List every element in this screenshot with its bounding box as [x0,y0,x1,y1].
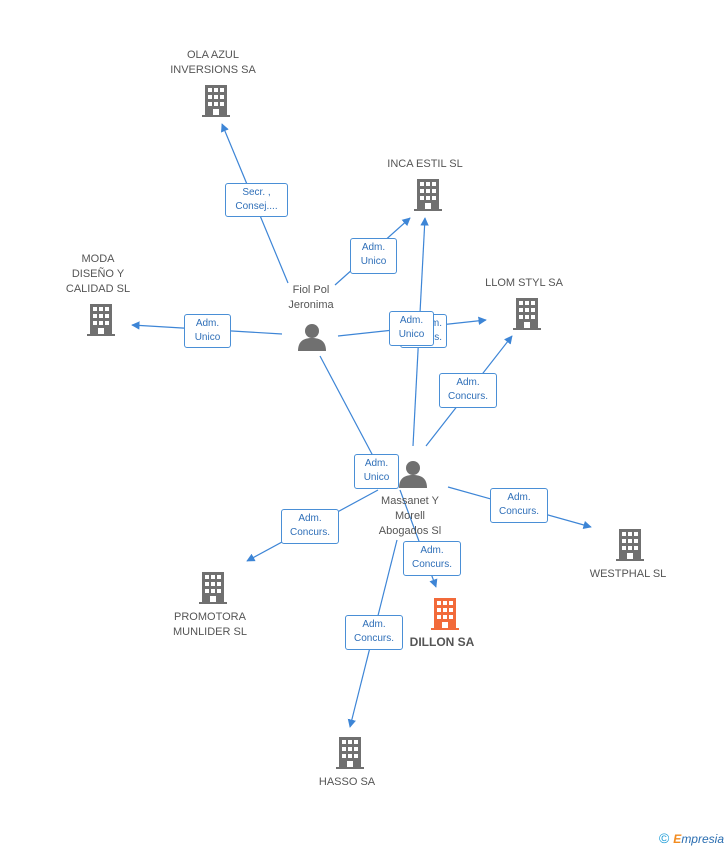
moda-diseno-label-line2: DISEÑO Y [71,268,125,280]
moda-diseno-label[interactable]: MODA DISEÑO Y CALIDAD SL [58,252,138,297]
massanet-person-icon[interactable] [399,461,427,488]
edge-label-line1: Secr. , [242,187,271,198]
edge-label-mass-hasso[interactable]: Adm. Concurs. [345,615,403,650]
fiol-pol-label[interactable]: Fiol Pol Jeronima [266,283,356,313]
fiol-pol-person-icon[interactable] [298,324,326,351]
llom-styl-label-line1: LLOM STYL SA [485,277,563,289]
edge-label-line2: Unico [360,256,387,267]
moda-diseno-label-line3: CALIDAD SL [65,283,131,295]
inca-estil-label-line1: INCA ESTIL SL [387,158,463,170]
promotora-label[interactable]: PROMOTORA MUNLIDER SL [160,610,260,640]
edge-label-fiol-moda[interactable]: Adm. Unico [184,314,231,348]
dillon-label[interactable]: DILLON SA [392,635,492,650]
hasso-label-line1: HASSO SA [318,776,376,788]
edge-label-line2: Concurs. [411,559,452,570]
footer-brand[interactable]: ©Empresia [659,830,724,846]
massanet-label[interactable]: Massanet Y Morell Abogados Sl [360,494,460,539]
inca-estil-building-icon[interactable] [414,179,442,211]
edge-label-line1: Adm. [362,619,386,630]
hasso-building-icon[interactable] [336,737,364,769]
edge-label-line1: Adm. [399,315,424,326]
massanet-label-line1: Massanet Y [381,495,439,507]
promotora-building-icon[interactable] [199,572,227,604]
brand-logo: Empresia [673,832,724,846]
edge-label-line2: Consej.... [235,201,278,212]
westphal-label[interactable]: WESTPHAL SL [578,567,678,582]
edge-label-line2: Concurs. [447,391,488,402]
inca-estil-label[interactable]: INCA ESTIL SL [375,157,475,172]
edge-label-mass-llom[interactable]: Adm. Concurs. [439,373,497,408]
moda-diseno-label-line1: MODA [81,253,115,265]
edge-label-line1: Adm. [507,492,531,503]
llom-styl-building-icon[interactable] [513,298,541,330]
dillon-building-icon[interactable] [431,598,459,630]
dillon-label-line1: DILLON SA [409,635,475,649]
fiol-pol-label-line2: Jeronima [288,299,334,311]
edge-label-mass-fiol[interactable]: Adm. Unico [354,454,399,489]
edge-label-line1: Adm. [456,377,480,388]
copyright-icon: © [658,830,670,846]
edge-label-line2: Concurs. [498,506,539,517]
nodes-icons [87,85,644,769]
edge-label-mass-dillon[interactable]: Adm. Concurs. [403,541,461,576]
promotora-label-line1: PROMOTORA [174,611,246,623]
edge-label-line2: Concurs. [289,527,330,538]
edge-label-fiol-llom[interactable]: Adm. Unico [389,311,434,346]
ola-azul-label-line2: INVERSIONS SA [170,64,256,76]
edge-label-line1: Adm. [195,318,220,329]
edge-label-line2: s. [434,332,442,343]
llom-styl-label[interactable]: LLOM STYL SA [474,276,574,291]
edge-label-line2: Unico [363,472,390,483]
massanet-label-line2: Morell [395,510,425,522]
massanet-label-line3: Abogados Sl [378,525,442,537]
ola-azul-label-line1: OLA AZUL [187,49,239,61]
edge-label-line2: Unico [398,329,425,340]
westphal-building-icon[interactable] [616,529,644,561]
edge-label-line1: Adm. [298,513,322,524]
edge-label-fiol-inca[interactable]: Adm. Unico [350,238,397,274]
edge-label-line1: Adm. [420,545,444,556]
edge-label-line1: Adm. [361,242,386,253]
westphal-label-line1: WESTPHAL SL [589,568,667,580]
edge-label-fiol-ola[interactable]: Secr. , Consej.... [225,183,288,217]
edge-label-mass-west[interactable]: Adm. Concurs. [490,488,548,523]
edge-label-line2: Unico [194,332,221,343]
edge-label-mass-prom[interactable]: Adm. Concurs. [281,509,339,544]
hasso-label[interactable]: HASSO SA [297,775,397,790]
ola-azul-building-icon[interactable] [202,85,230,117]
edge-mass-fiol [319,355,374,457]
moda-diseno-building-icon[interactable] [87,304,115,336]
edge-label-line1: Adm. [364,458,389,469]
edge-label-line2: Concurs. [353,633,394,644]
fiol-pol-label-line1: Fiol Pol [292,284,330,296]
ola-azul-label[interactable]: OLA AZUL INVERSIONS SA [160,48,266,78]
promotora-label-line2: MUNLIDER SL [173,626,247,638]
